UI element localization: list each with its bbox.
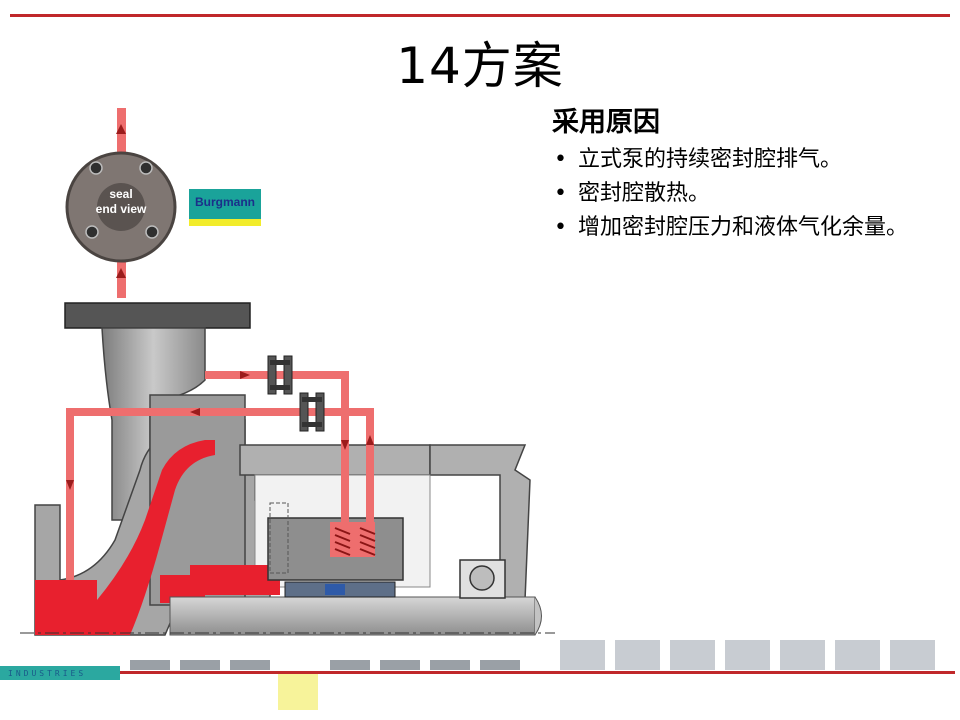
orifice-flange-upper <box>267 355 293 395</box>
slide-title: 14方案 <box>396 37 564 95</box>
flow-arrow-icon <box>116 268 126 278</box>
reason-panel: 采用原因 • 立式泵的持续密封腔排气。 • 密封腔散热。 • 增加密封腔压力和液体气化… <box>552 100 942 245</box>
footer-red-line <box>120 671 955 674</box>
footer-strip: INDUSTRIES <box>0 640 955 710</box>
reason-item: • 立式泵的持续密封腔排气。 <box>552 143 942 177</box>
reason-text: 密封腔散热。 <box>578 181 711 206</box>
seal-end-view: seal end view <box>65 108 177 298</box>
reason-text: 立式泵的持续密封腔排气。 <box>578 147 843 172</box>
bolt-icon <box>139 161 153 175</box>
bearing-bracket-top <box>239 444 431 476</box>
suction-fluid <box>35 580 97 635</box>
flush-line-out <box>66 408 374 580</box>
mechanical-seal <box>267 502 404 598</box>
bolt-icon <box>85 225 99 239</box>
flow-arrow-icon <box>341 440 349 450</box>
seal-label-1: seal <box>109 187 132 201</box>
reason-list: • 立式泵的持续密封腔排气。 • 密封腔散热。 • 增加密封腔压力和液体气化余量。 <box>552 143 942 245</box>
footer-brand-text: INDUSTRIES <box>8 669 86 678</box>
flow-arrow-icon <box>66 480 74 490</box>
burgmann-logo: Burgmann <box>189 189 261 226</box>
reason-text: 增加密封腔压力和液体气化余量。 <box>578 215 909 240</box>
reason-heading: 采用原因 <box>552 107 660 138</box>
orifice-flange-lower <box>299 392 325 432</box>
impeller-fluid <box>97 440 215 635</box>
shaft-end <box>534 596 542 636</box>
seal-face-insert <box>325 584 345 595</box>
title-accent-line <box>10 14 950 17</box>
bullet-icon: • <box>554 181 567 206</box>
bullet-icon: • <box>554 215 567 240</box>
flow-arrow-icon <box>190 408 200 416</box>
flush-piping <box>66 371 374 580</box>
shaft-bore <box>97 183 145 231</box>
process-fluid <box>35 440 280 635</box>
pump-shaft <box>20 596 555 636</box>
discharge-flange <box>64 302 251 329</box>
shaft <box>169 596 536 636</box>
seal-label-2: end view <box>96 202 147 216</box>
bullet-icon: • <box>554 147 567 172</box>
reason-item: • 密封腔散热。 <box>552 177 942 211</box>
reason-item: • 增加密封腔压力和液体气化余量。 <box>552 211 942 245</box>
bolt-icon <box>145 225 159 239</box>
footer-thumbnails <box>130 640 935 670</box>
footer-highlight <box>278 674 318 710</box>
flow-arrow-icon <box>366 435 374 445</box>
flow-arrows <box>66 371 374 490</box>
seal-springs <box>334 527 376 556</box>
bearing <box>459 559 506 599</box>
logo-text: Burgmann <box>195 195 255 209</box>
flush-line-in <box>205 371 349 525</box>
flow-arrow-icon <box>116 124 126 134</box>
flow-arrow-icon <box>240 371 250 379</box>
seal-bolt-hidden <box>269 502 289 574</box>
bearing-ball-icon <box>469 565 495 591</box>
footer-brand-bar <box>0 666 120 680</box>
bolt-icon <box>89 161 103 175</box>
